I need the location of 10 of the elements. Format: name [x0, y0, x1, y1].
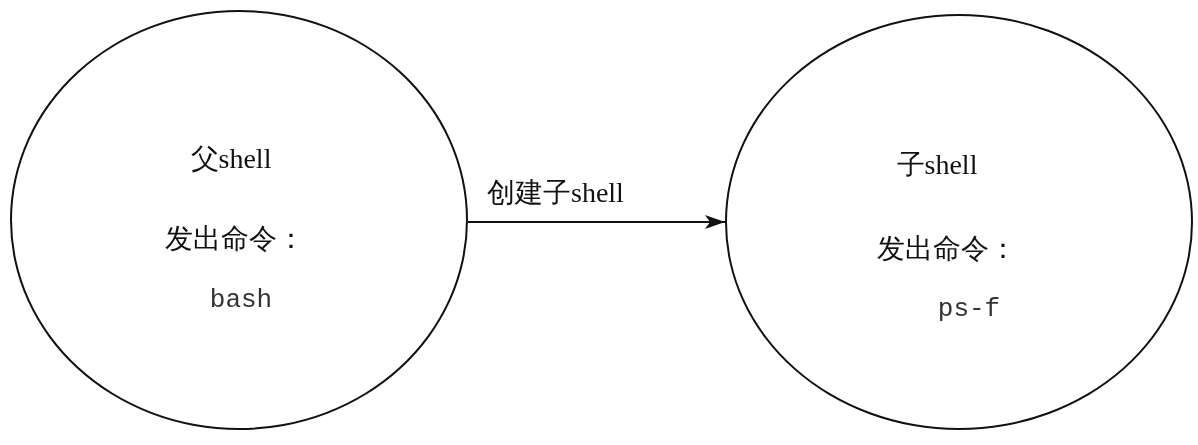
shell-circle [725, 14, 1193, 430]
shell-name: 父shell [190, 142, 272, 176]
command-text: bash [209, 285, 273, 315]
command-text: ps-f [937, 294, 1001, 324]
arrow [467, 215, 726, 229]
shell-name: 子shell [896, 148, 978, 182]
edge-label: 创建子shell [487, 178, 624, 209]
instruction-text: 发出命令： [165, 222, 305, 256]
shell-circle [10, 10, 468, 430]
instruction-text: 发出命令： [877, 232, 1017, 266]
